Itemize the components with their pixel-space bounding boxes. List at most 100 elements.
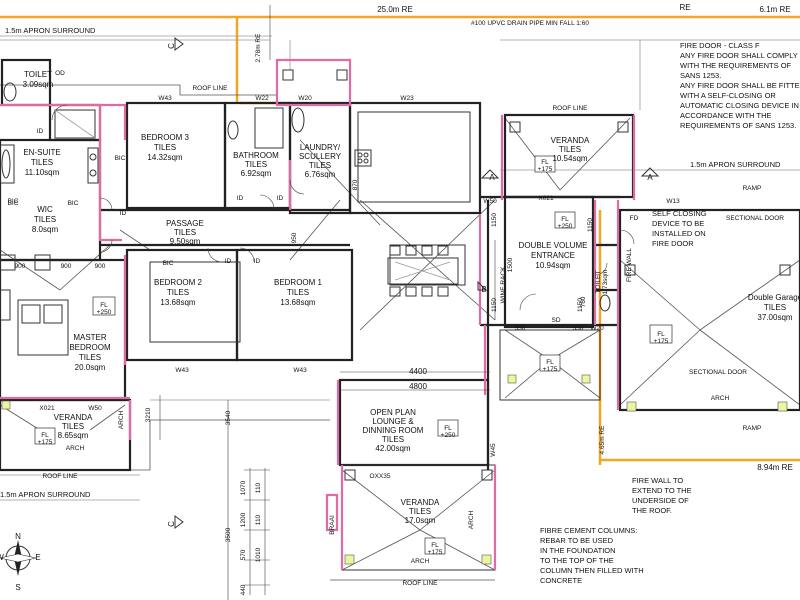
svg-text:TILES: TILES [79,353,101,362]
svg-text:A: A [647,173,653,182]
svg-text:Double Garage: Double Garage [748,293,800,302]
svg-text:TILES: TILES [31,158,53,167]
room-labels: TOILET 3.09sqm EN-SUITE TILES 11.10sqm W… [23,70,800,525]
dim-570: 570 [240,549,247,560]
svg-text:REBAR TO BE USED: REBAR TO BE USED [540,536,614,545]
svg-text:FL+250: FL+250 [558,216,573,230]
svg-text:MASTER: MASTER [73,333,107,342]
dim-110b: 110 [255,514,262,525]
note-fire-wall-extend: FIRE WALL TO EXTEND TO THE UNDERSIDE OF … [632,476,692,515]
dim-1200: 1200 [240,512,247,527]
svg-text:W43: W43 [293,367,307,374]
svg-text:W23: W23 [400,95,414,102]
dim-1150d: 1150 [577,298,584,312]
svg-text:WINE RACK: WINE RACK [500,266,507,304]
svg-text:17.0sqm: 17.0sqm [405,516,436,525]
svg-text:ID: ID [225,258,232,265]
svg-text:FL+175: FL+175 [654,331,669,345]
svg-text:W45: W45 [490,443,497,457]
marker-labels: W43 W43 W43 W22 W20 W23 W50 W50 W13 W20 … [0,43,784,592]
dim-550b: 550 [573,325,584,332]
svg-text:LAUNDRY/: LAUNDRY/ [300,143,341,152]
re-278-label: 2.78m RE [255,33,262,63]
svg-text:42.00sqm: 42.00sqm [375,444,410,453]
compass-icon [0,540,37,576]
pink-walls [0,58,636,570]
svg-text:ARCH: ARCH [118,410,125,429]
svg-text:SD: SD [551,317,560,324]
svg-text:ARCH: ARCH [411,558,430,565]
columns [1,374,788,565]
svg-text:ID: ID [120,210,127,217]
svg-text:ANY FIRE DOOR SHALL BE FITTED: ANY FIRE DOOR SHALL BE FITTED [680,81,800,90]
svg-text:W50: W50 [88,405,102,412]
re-894-label: 8.94m RE [757,463,793,472]
dim-1010: 1010 [255,547,262,562]
room-wic: WIC TILES 8.0sqm [32,205,59,234]
svg-text:BEDROOM 3: BEDROOM 3 [141,133,190,142]
svg-text:ID: ID [37,128,44,135]
svg-text:FL+175: FL+175 [543,359,558,373]
svg-text:TILES: TILES [409,507,431,516]
dining-table-icon [387,245,459,297]
svg-text:ENTRANCE: ENTRANCE [531,251,575,260]
dim-900a: 900 [15,263,26,270]
room-veranda-bottom: VERANDA TILES 17.0sqm [401,498,440,525]
svg-text:ID: ID [254,258,261,265]
svg-text:TILES: TILES [287,288,309,297]
room-bedroom-3: BEDROOM 3 TILES 14.32sqm [141,133,190,162]
svg-text:ID: ID [237,195,244,202]
svg-text:FIBRE CEMENT COLUMNS:: FIBRE CEMENT COLUMNS: [540,526,637,535]
svg-text:10.54sqm: 10.54sqm [552,154,587,163]
svg-text:W: W [0,553,4,562]
room-ensuite: EN-SUITE TILES 11.10sqm [23,148,60,177]
svg-text:FL+250: FL+250 [97,302,112,316]
svg-text:SECTIONAL DOOR: SECTIONAL DOOR [689,369,747,376]
svg-text:BEDROOM: BEDROOM [69,343,111,352]
room-entrance: DOUBLE VOLUME ENTRANCE 10.94sqm [519,241,588,270]
floor-level-boxes [34,155,673,555]
svg-text:THE ROOF.: THE ROOF. [632,506,672,515]
svg-text:6.76sqm: 6.76sqm [305,170,336,179]
svg-text:IN THE FOUNDATION: IN THE FOUNDATION [540,546,616,555]
bathtub-icon [0,144,15,184]
re-label: RE [679,3,690,12]
dim-1070: 1070 [240,480,247,495]
svg-text:SECTIONAL DOOR: SECTIONAL DOOR [726,215,784,222]
svg-text:13.68sqm: 13.68sqm [280,298,315,307]
room-garage: Double Garage TILES 37.00sqm [748,293,800,322]
svg-text:BIC: BIC [163,260,174,267]
svg-text:E: E [35,553,40,562]
apron-top-label: 1.5m APRON SURROUND [5,26,96,35]
svg-text:REQUIREMENTS OF SANS 1253.: REQUIREMENTS OF SANS 1253. [680,121,796,130]
svg-text:TILES: TILES [174,228,196,237]
svg-text:BEDROOM 2: BEDROOM 2 [154,278,203,287]
svg-text:20.0sqm: 20.0sqm [75,363,106,372]
svg-text:FL+175: FL+175 [538,159,553,173]
room-veranda-left: VERANDA TILES 8.65sqm [54,413,93,440]
dim-550a: 550 [515,325,526,332]
svg-text:X021: X021 [39,405,55,412]
svg-text:DEVICE TO BE: DEVICE TO BE [652,219,704,228]
svg-text:ROOF LINE: ROOF LINE [192,85,228,92]
bed-icon [0,289,11,321]
svg-text:SELF CLOSING: SELF CLOSING [652,209,707,218]
svg-text:TOILET: TOILET [24,70,52,79]
svg-text:W20: W20 [298,95,312,102]
dim-3210: 3210 [145,407,152,422]
svg-text:TILES: TILES [382,435,404,444]
dim-3500: 3500 [225,527,232,542]
svg-text:C: C [167,43,176,49]
svg-text:8.65sqm: 8.65sqm [58,431,89,440]
svg-text:TO THE TOP OF THE: TO THE TOP OF THE [540,556,614,565]
svg-text:COLUMN THEN FILLED WITH: COLUMN THEN FILLED WITH [540,566,644,575]
svg-text:WIC: WIC [37,205,53,214]
dim-3540: 3540 [225,410,232,425]
svg-text:PASSAGE: PASSAGE [166,219,204,228]
svg-text:TILES: TILES [154,143,176,152]
corner-markers [282,69,791,481]
svg-text:SCULLERY: SCULLERY [299,152,342,161]
svg-text:WITH THE REQUIREMENTS OF: WITH THE REQUIREMENTS OF [680,61,792,70]
svg-text:TILES: TILES [245,160,267,169]
